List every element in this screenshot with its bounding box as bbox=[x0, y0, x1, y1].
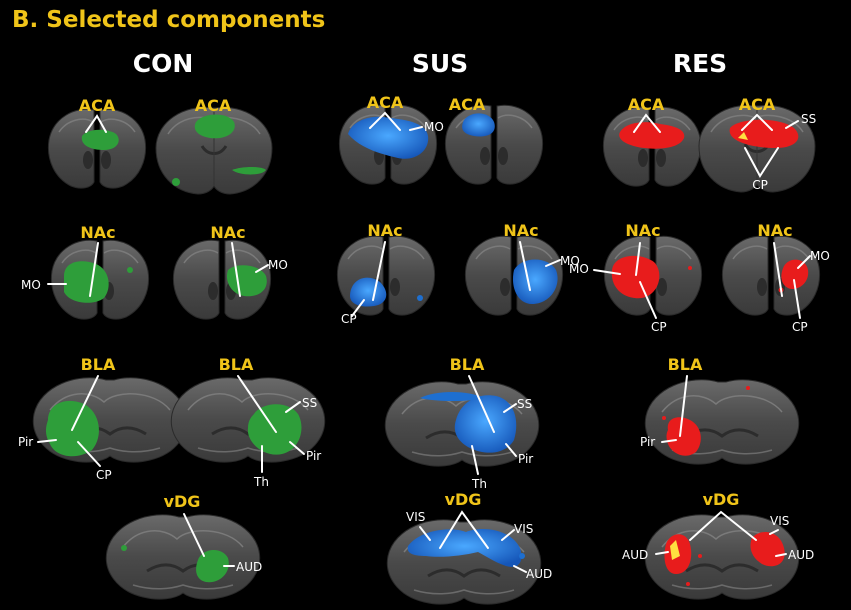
region-label-con-bla-2: BLA bbox=[219, 355, 254, 374]
area-label-res-cp-3: CP bbox=[792, 320, 808, 334]
slice-sus-nac-1 bbox=[336, 235, 436, 316]
area-label-con-pir-1: Pir bbox=[18, 435, 33, 449]
region-label-con-nac-2: NAc bbox=[210, 223, 245, 242]
area-label-res-pir-1: Pir bbox=[640, 435, 655, 449]
slice-sus-aca-2 bbox=[444, 104, 544, 185]
activation-blob bbox=[454, 395, 517, 453]
activation-blob bbox=[611, 255, 660, 299]
slice-res-aca-1 bbox=[602, 106, 702, 187]
activation-blob bbox=[194, 114, 235, 139]
activation-hotspot bbox=[738, 132, 748, 140]
activation-blob bbox=[232, 167, 266, 175]
region-label-con-vdg: vDG bbox=[164, 492, 201, 511]
area-label-res-ss-1: SS bbox=[801, 112, 816, 126]
column-header-res: RES bbox=[673, 49, 727, 78]
activation-blob bbox=[666, 417, 701, 456]
area-label-con-cp-1: CP bbox=[96, 468, 112, 482]
activation-hotspot bbox=[670, 540, 680, 560]
slice-con-nac-1 bbox=[50, 239, 150, 320]
area-label-sus-pir-1: Pir bbox=[518, 452, 533, 466]
region-label-sus-aca-2: ACA bbox=[449, 95, 486, 114]
activation-blob bbox=[462, 113, 495, 137]
slice-con-aca-1 bbox=[47, 108, 147, 189]
area-label-con-th-1: Th bbox=[253, 475, 269, 489]
region-label-sus-nac-2: NAc bbox=[503, 221, 538, 240]
region-label-con-aca-1: ACA bbox=[79, 96, 116, 115]
area-label-res-mo-2: MO bbox=[810, 249, 830, 263]
slice-sus-bla bbox=[383, 380, 541, 468]
activation-blob bbox=[64, 261, 109, 303]
activation-blob bbox=[350, 277, 387, 307]
region-label-con-aca-2: ACA bbox=[195, 96, 232, 115]
slice-sus-vdg bbox=[385, 518, 543, 606]
slice-con-nac-2 bbox=[172, 239, 272, 320]
figure-title: B. Selected components bbox=[12, 7, 325, 33]
slice-res-bla bbox=[643, 378, 801, 466]
activation-blob bbox=[81, 129, 119, 150]
slice-con-bla-1 bbox=[31, 376, 189, 464]
column-header-sus: SUS bbox=[412, 49, 468, 78]
activation-blob bbox=[750, 532, 785, 567]
region-label-res-nac-1: NAc bbox=[625, 221, 660, 240]
area-label-res-aud-2: AUD bbox=[788, 548, 814, 562]
slice-res-nac-2 bbox=[721, 235, 821, 316]
activation-blob bbox=[407, 529, 522, 567]
region-label-con-bla-1: BLA bbox=[81, 355, 116, 374]
slice-sus-nac-2 bbox=[464, 235, 564, 316]
slice-res-vdg bbox=[643, 513, 801, 601]
region-label-sus-nac-1: NAc bbox=[367, 221, 402, 240]
region-label-res-bla: BLA bbox=[668, 355, 703, 374]
area-label-res-mo-1: MO bbox=[569, 262, 589, 276]
column-header-con: CON bbox=[133, 49, 194, 78]
slice-res-aca-2 bbox=[697, 103, 817, 194]
activation-blob bbox=[729, 119, 799, 148]
area-label-con-mo-2: MO bbox=[268, 258, 288, 272]
slice-sus-aca-1 bbox=[338, 104, 438, 185]
region-label-res-nac-2: NAc bbox=[757, 221, 792, 240]
area-label-sus-ss-1: SS bbox=[517, 397, 532, 411]
activation-blob bbox=[348, 116, 429, 159]
area-label-res-cp-1: CP bbox=[752, 178, 768, 192]
area-label-sus-mo-1: MO bbox=[424, 120, 444, 134]
area-label-con-mo-1: MO bbox=[21, 278, 41, 292]
activation-blob bbox=[512, 259, 558, 304]
area-label-sus-th-1: Th bbox=[471, 477, 487, 491]
region-label-res-vdg: vDG bbox=[703, 490, 740, 509]
area-label-res-aud-1: AUD bbox=[622, 548, 648, 562]
region-label-sus-bla: BLA bbox=[450, 355, 485, 374]
area-label-res-cp-2: CP bbox=[651, 320, 667, 334]
activation-blob bbox=[196, 549, 229, 583]
activation-blob bbox=[420, 392, 484, 401]
activation-blob bbox=[781, 259, 809, 290]
region-label-sus-vdg: vDG bbox=[445, 490, 482, 509]
region-label-sus-aca-1: ACA bbox=[367, 93, 404, 112]
area-label-res-vis-1: VIS bbox=[770, 514, 789, 528]
area-label-con-aud-1: AUD bbox=[236, 560, 262, 574]
area-label-sus-vis-1: VIS bbox=[406, 510, 425, 524]
area-label-sus-vis-2: VIS bbox=[514, 522, 533, 536]
area-label-con-ss-1: SS bbox=[302, 396, 317, 410]
area-label-sus-aud-1: AUD bbox=[526, 567, 552, 581]
slice-con-vdg bbox=[104, 513, 262, 601]
slice-res-nac-1 bbox=[603, 235, 703, 316]
area-label-sus-mo-2: MO bbox=[560, 254, 580, 268]
region-label-res-aca-2: ACA bbox=[739, 95, 776, 114]
region-label-res-aca-1: ACA bbox=[628, 95, 665, 114]
slice-con-aca-2 bbox=[154, 105, 274, 196]
area-label-con-pir-2: Pir bbox=[306, 449, 321, 463]
region-label-con-nac-1: NAc bbox=[80, 223, 115, 242]
